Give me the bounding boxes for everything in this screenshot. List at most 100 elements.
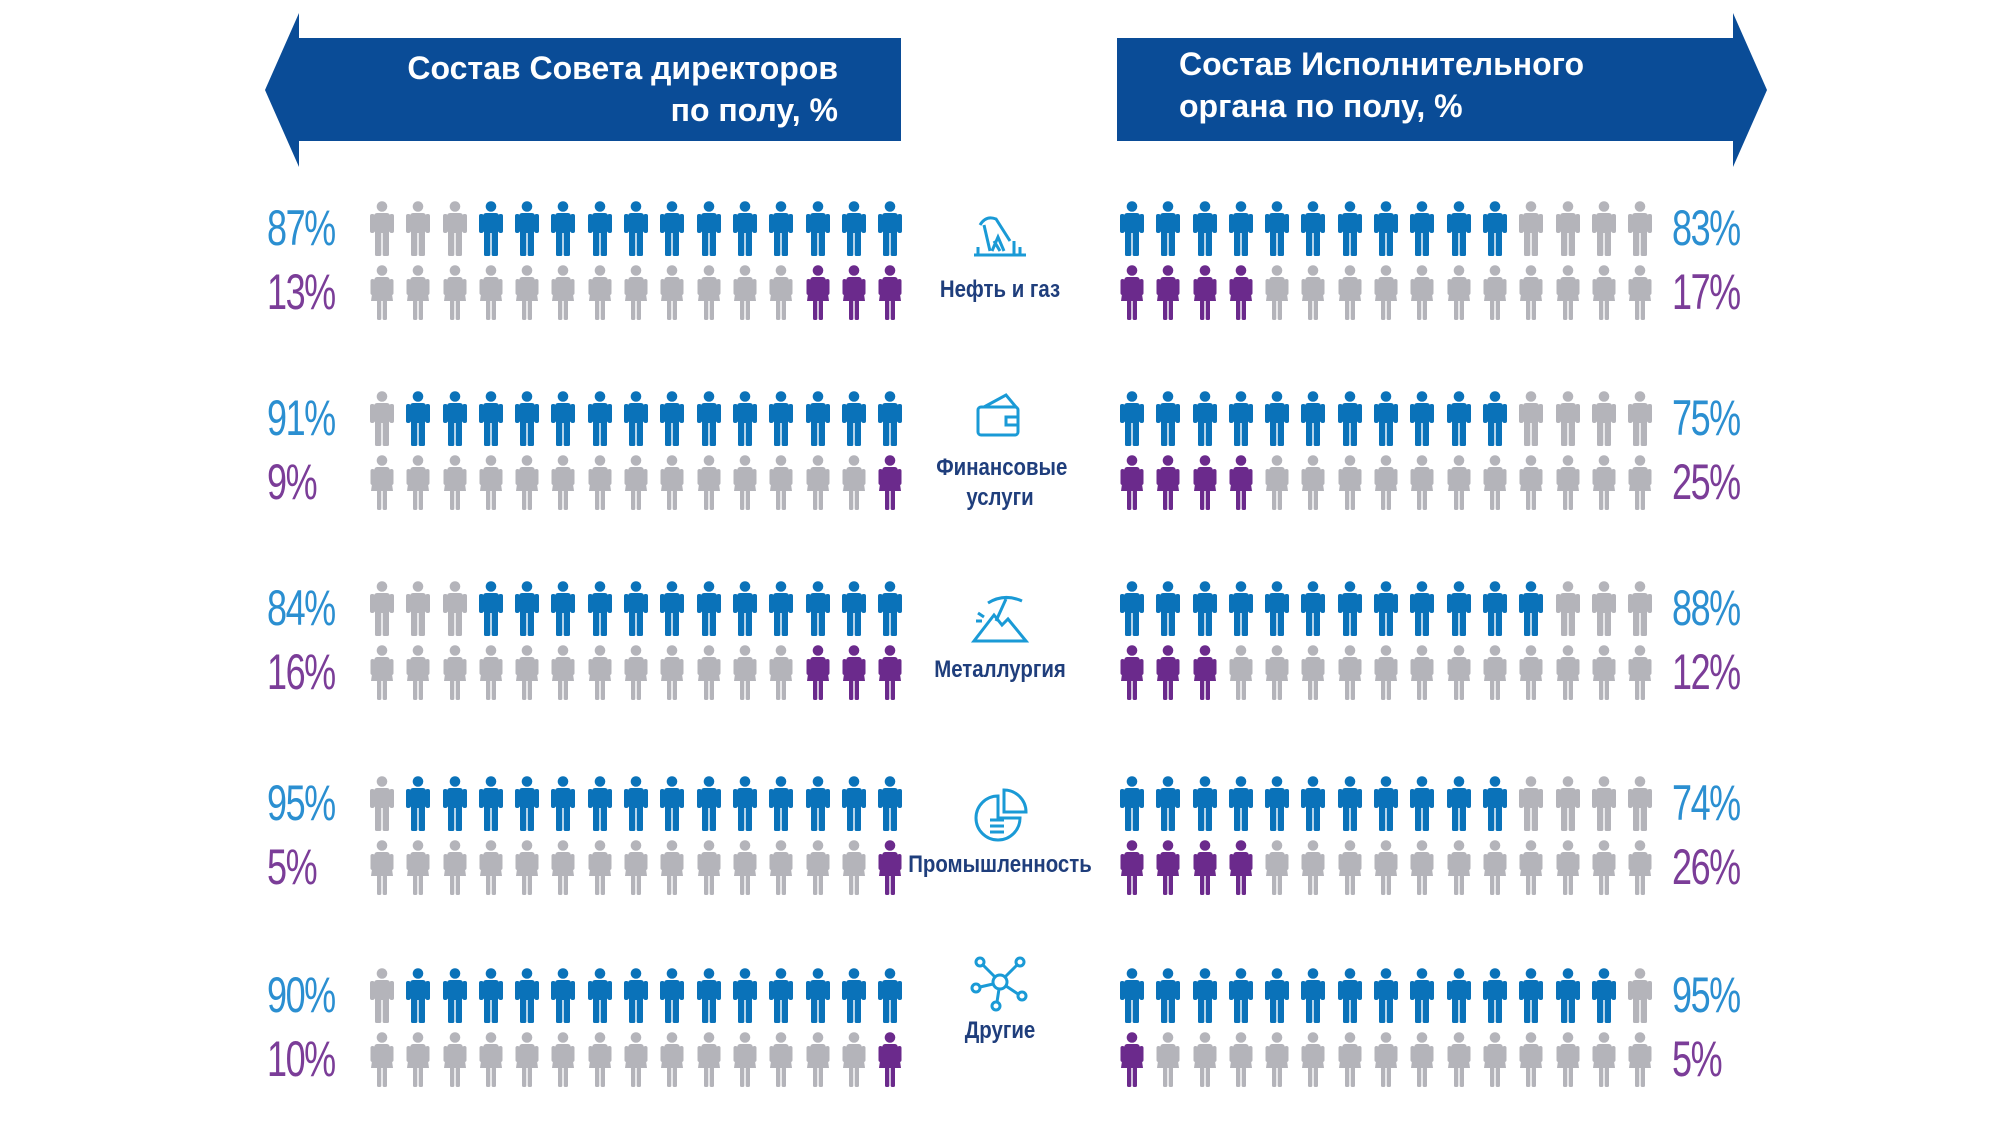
industry-row: 95%5%74%26%Промышленность <box>0 776 2000 901</box>
male-figure-highlighted <box>1192 391 1217 446</box>
male-figure-highlighted <box>769 776 794 831</box>
male-figure-highlighted <box>1228 581 1253 636</box>
male-figure-highlighted <box>1410 581 1435 636</box>
female-figure-neutral <box>1483 455 1507 510</box>
female-figure-neutral <box>806 455 830 510</box>
female-figure-neutral <box>1556 645 1580 700</box>
male-figure-neutral <box>370 391 394 446</box>
female-figure-neutral <box>588 455 612 510</box>
female-figure-neutral <box>660 840 684 895</box>
male-figure-highlighted <box>1265 968 1290 1023</box>
female-figure-neutral <box>1265 840 1289 895</box>
female-figure-neutral <box>1338 840 1362 895</box>
male-figure-highlighted <box>515 776 540 831</box>
male-figure-highlighted <box>1265 391 1290 446</box>
male-figure-highlighted <box>732 776 757 831</box>
male-figure-highlighted <box>551 391 576 446</box>
male-figure-highlighted <box>660 581 685 636</box>
male-figure-highlighted <box>1301 391 1326 446</box>
male-figure-highlighted <box>878 968 903 1023</box>
industry-label: Другие <box>964 1017 1036 1044</box>
exec-female-percent: 17% <box>1672 264 1741 320</box>
exec-male-figures <box>1119 581 1663 636</box>
female-figure-highlighted <box>1120 265 1144 320</box>
male-figure-highlighted <box>841 581 866 636</box>
male-figure-highlighted <box>1120 201 1144 256</box>
female-figure-neutral <box>370 1032 394 1087</box>
male-figure-neutral <box>1591 391 1616 446</box>
female-figure-neutral <box>1447 1032 1471 1087</box>
male-figure-highlighted <box>1482 581 1507 636</box>
female-figure-neutral <box>624 265 648 320</box>
female-figure-neutral <box>697 840 721 895</box>
exec-female-figures <box>1119 265 1663 320</box>
exec-male-percent: 83% <box>1672 200 1741 256</box>
female-figure-highlighted <box>1156 645 1180 700</box>
exec-female-percent: 25% <box>1672 454 1741 510</box>
female-figure-neutral <box>515 455 539 510</box>
female-figure-neutral <box>479 455 503 510</box>
male-figure-highlighted <box>1519 968 1544 1023</box>
female-figure-neutral <box>370 455 394 510</box>
male-figure-highlighted <box>1192 201 1217 256</box>
male-figure-highlighted <box>805 581 830 636</box>
male-figure-highlighted <box>1337 581 1362 636</box>
female-figure-neutral <box>842 840 866 895</box>
male-figure-highlighted <box>878 776 903 831</box>
female-figure-neutral <box>479 265 503 320</box>
male-figure-highlighted <box>696 581 721 636</box>
male-figure-highlighted <box>1555 968 1580 1023</box>
female-figure-highlighted <box>1193 265 1217 320</box>
female-figure-neutral <box>370 265 394 320</box>
male-figure-highlighted <box>442 776 467 831</box>
female-figure-neutral <box>1628 645 1652 700</box>
female-figure-neutral <box>1410 1032 1434 1087</box>
female-figure-neutral <box>1374 645 1398 700</box>
female-figure-neutral <box>660 645 684 700</box>
male-figure-highlighted <box>732 391 757 446</box>
male-figure-highlighted <box>587 201 612 256</box>
male-figure-highlighted <box>1301 968 1326 1023</box>
male-figure-highlighted <box>1410 391 1435 446</box>
female-figure-highlighted <box>1120 840 1144 895</box>
female-figure-neutral <box>1301 840 1325 895</box>
executive-title-line1: Состав Исполнительного <box>1179 46 1585 82</box>
female-figure-neutral <box>1265 645 1289 700</box>
male-figure-highlighted <box>660 968 685 1023</box>
pie-chart-icon <box>974 788 1028 842</box>
female-figure-highlighted <box>878 265 902 320</box>
industry-label-block: Металлургия <box>880 591 1120 685</box>
male-figure-highlighted <box>1519 581 1544 636</box>
female-figure-neutral <box>1628 265 1652 320</box>
industry-row: 90%10%95%5%Другие <box>0 956 2000 1093</box>
female-figure-highlighted <box>1193 840 1217 895</box>
male-figure-neutral <box>406 581 431 636</box>
male-figure-highlighted <box>660 391 685 446</box>
male-figure-highlighted <box>442 968 467 1023</box>
female-figure-neutral <box>515 645 539 700</box>
board-male-figures <box>369 581 913 636</box>
female-figure-highlighted <box>842 645 866 700</box>
industry-label-block: Промышленность <box>880 786 1120 880</box>
male-figure-highlighted <box>515 968 540 1023</box>
male-figure-highlighted <box>1337 968 1362 1023</box>
male-figure-highlighted <box>587 776 612 831</box>
male-figure-highlighted <box>1374 201 1399 256</box>
female-figure-highlighted <box>806 265 830 320</box>
female-figure-neutral <box>1265 1032 1289 1087</box>
female-figure-neutral <box>443 265 467 320</box>
exec-male-percent: 95% <box>1672 967 1741 1023</box>
female-figure-neutral <box>1556 265 1580 320</box>
female-figure-neutral <box>443 455 467 510</box>
female-figure-neutral <box>1301 265 1325 320</box>
male-figure-highlighted <box>624 391 649 446</box>
board-male-figures <box>369 776 913 831</box>
female-figure-neutral <box>479 1032 503 1087</box>
male-figure-highlighted <box>878 201 903 256</box>
male-figure-neutral <box>370 776 394 831</box>
male-figure-highlighted <box>1228 391 1253 446</box>
female-figure-neutral <box>1193 1032 1217 1087</box>
male-figure-highlighted <box>1265 776 1290 831</box>
